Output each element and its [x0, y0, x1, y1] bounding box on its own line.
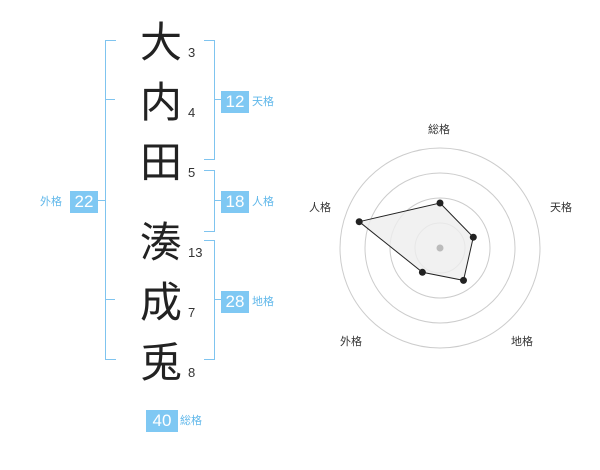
stroke-count-6: 8 — [188, 365, 196, 380]
tenkaku-bracket-tick — [214, 99, 221, 100]
name-char-6: 兎 — [139, 338, 182, 387]
chikaku-bracket — [204, 240, 215, 360]
radar-axis-label-jinkaku: 人格 — [309, 201, 331, 214]
radar-axis-label-soukaku: 総格 — [428, 123, 450, 136]
gaikaku-label: 外格 — [40, 195, 62, 208]
gaikaku-bracket-pointer — [98, 200, 105, 201]
radar-point-3 — [460, 276, 467, 284]
gaikaku-bracket-tick-2 — [105, 299, 115, 300]
radar-ring-3 — [364, 172, 516, 324]
name-char-5: 成 — [139, 278, 182, 327]
stroke-count-5: 7 — [188, 305, 196, 320]
name-char-3: 田 — [139, 138, 182, 187]
radar-point-4 — [418, 268, 426, 276]
chikaku-bracket-tick — [214, 299, 221, 300]
radar-value-polygon — [358, 202, 474, 281]
radar-point-5 — [355, 218, 363, 226]
radar-point-1 — [436, 199, 444, 207]
radar-center-dot — [436, 244, 444, 252]
radar-ring-2 — [389, 197, 491, 299]
soukaku-badge: 40 — [146, 410, 178, 432]
chikaku-label: 地格 — [252, 295, 274, 308]
name-char-2: 内 — [139, 78, 182, 127]
tenkaku-bracket — [204, 40, 215, 160]
radar-axis-label-tenkaku: 天格 — [550, 201, 572, 214]
jinkaku-label: 人格 — [252, 195, 274, 208]
tenkaku-label: 天格 — [252, 95, 274, 108]
jinkaku-bracket — [204, 170, 215, 232]
chikaku-badge: 28 — [221, 291, 249, 313]
radar-axis-label-gaikaku: 外格 — [340, 335, 362, 348]
gaikaku-bracket — [105, 40, 116, 360]
gaikaku-bracket-tick-1 — [105, 99, 115, 100]
stroke-count-4: 13 — [188, 245, 203, 260]
jinkaku-bracket-tick — [214, 200, 221, 201]
stroke-count-2: 4 — [188, 105, 196, 120]
stroke-count-1: 3 — [188, 45, 196, 60]
radar-axis-label-chikaku: 地格 — [511, 335, 533, 348]
jinkaku-badge: 18 — [221, 191, 249, 213]
name-char-4: 湊 — [139, 218, 182, 267]
stroke-count-3: 5 — [188, 165, 196, 180]
gaikaku-badge: 22 — [70, 191, 98, 213]
soukaku-label: 総格 — [180, 414, 202, 427]
name-char-1: 大 — [139, 18, 182, 67]
radar-ring-4 — [339, 147, 541, 349]
radar-point-2 — [469, 233, 477, 241]
tenkaku-badge: 12 — [221, 91, 249, 113]
radar-chart — [339, 147, 541, 349]
